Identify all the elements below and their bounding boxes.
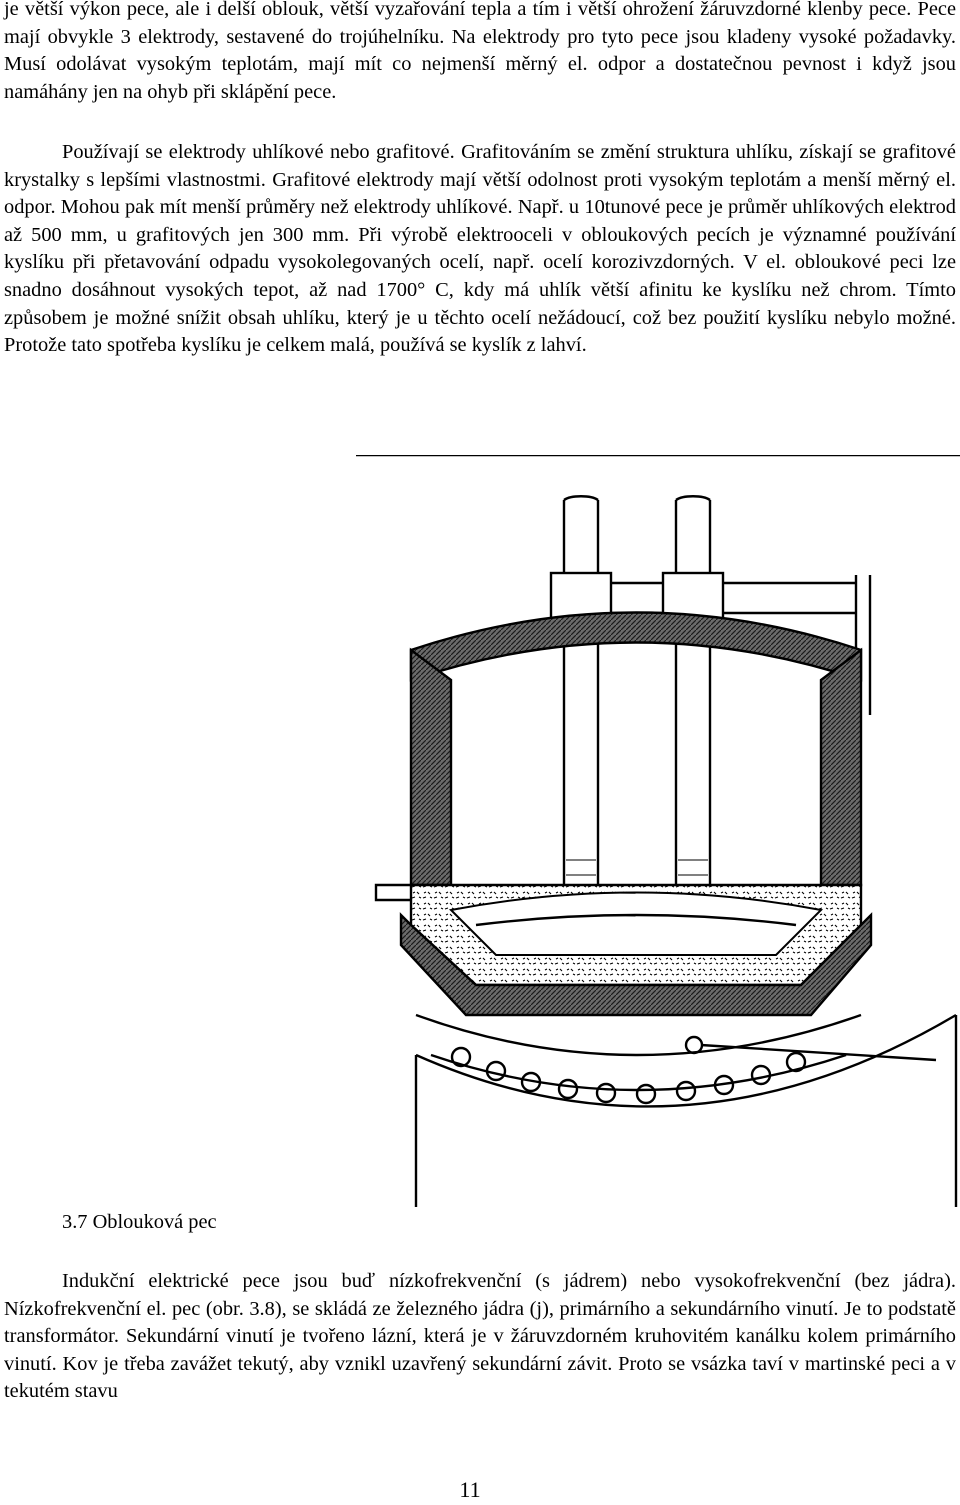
paragraph-text: Používají se elektrody uhlíkové nebo gra… [4,141,956,357]
paragraph-text: je větší výkon pece, ale i delší oblouk,… [4,0,956,103]
furnace-hearth [409,883,863,987]
electrode-right [674,495,712,914]
furnace-walls [374,647,863,902]
paragraph-graphite-electrodes: Používají se elektrody uhlíkové nebo gra… [4,139,956,360]
furnace-base [414,1013,958,1207]
paragraph-electrodes-requirements: je větší výkon pece, ale i delší oblouk,… [4,0,956,106]
arc-furnace-illustration-icon [356,453,960,1207]
figure-caption: 3.7 Oblouková pec [62,1211,217,1233]
furnace-shell [399,912,873,1017]
electrode-left [562,495,600,914]
tilting-rocker [415,1013,937,1105]
arc-furnace-figure [356,453,960,1215]
paragraph-text: Indukční elektrické pece jsou buď nízkof… [4,1270,956,1403]
page-number: 11 [459,1477,481,1502]
paragraph-induction-furnaces: Indukční elektrické pece jsou buď nízkof… [4,1268,956,1406]
furnace-roof [409,611,863,682]
